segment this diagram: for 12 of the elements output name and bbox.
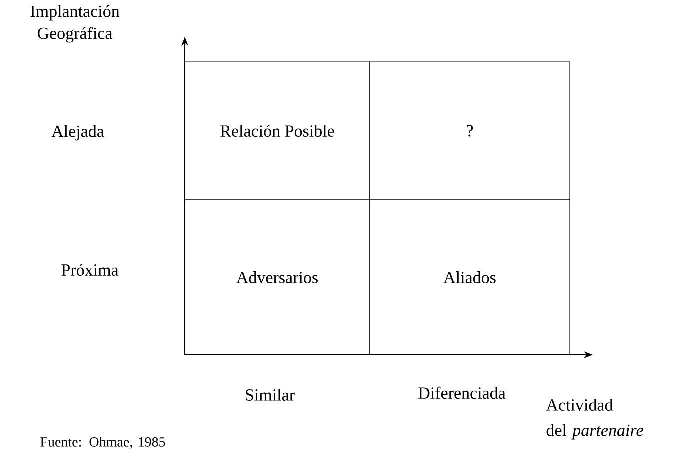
quadrant-cell: Relación Posible [184, 62, 370, 200]
axis-label: Similar [246, 389, 295, 401]
axis-label: del partenaire [546, 424, 644, 440]
axis-label: Diferenciada [418, 386, 506, 400]
quadrant-cell: ? [370, 62, 570, 200]
axis-label: Actividad [546, 399, 614, 411]
quadrant-cell: Adversarios [184, 200, 370, 356]
axis-label: Implantación Geográfica [30, 5, 120, 43]
axis-label: Próxima [62, 264, 119, 276]
axis-label: Fuente: Ohmae, 1985 [40, 437, 166, 449]
quadrant-cell: Aliados [370, 200, 570, 356]
axis-label: Alejada [52, 125, 104, 141]
